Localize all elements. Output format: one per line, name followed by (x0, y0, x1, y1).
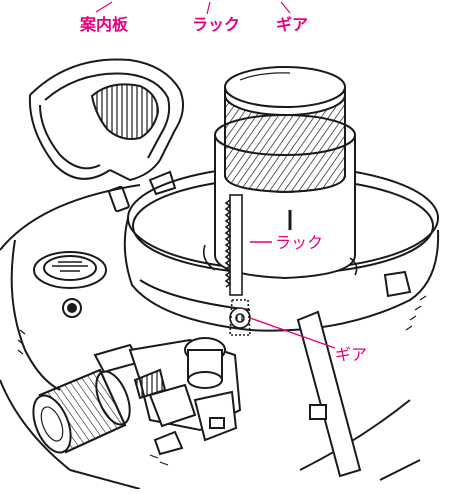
fuel-gauge (33, 251, 107, 318)
leader-gear-top (280, 1, 291, 14)
label-guide-plate: 案内板 (79, 15, 129, 34)
leader-gear-callout (249, 317, 336, 349)
rack (202, 194, 358, 296)
label-rack-callout: ラック (275, 233, 323, 252)
shading-marks (17, 295, 427, 466)
leader-guide-plate (95, 1, 113, 13)
support-leg (296, 310, 421, 481)
adjustment-mechanism (93, 337, 242, 456)
label-rack-top: ラック (192, 15, 240, 34)
label-gear-callout: ギア (335, 345, 367, 364)
heater-body (0, 184, 411, 490)
top-labels: 案内板 ラック ギア (79, 1, 308, 34)
adjustment-knob (32, 368, 131, 454)
guide-plate (28, 58, 185, 213)
label-gear-top: ギア (276, 15, 308, 34)
callouts: ラック ギア (249, 233, 367, 364)
leader-rack-top (206, 1, 211, 15)
ring-clip (383, 270, 412, 298)
